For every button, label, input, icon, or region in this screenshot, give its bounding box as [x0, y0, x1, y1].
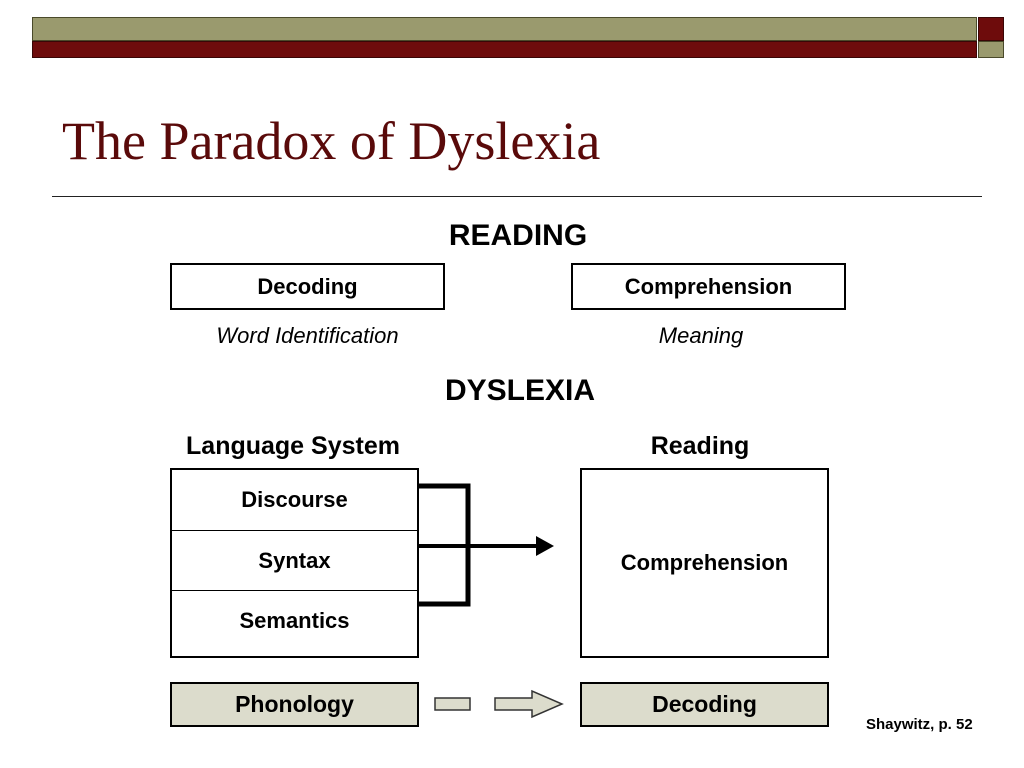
bracket-arrow — [418, 483, 554, 607]
slide-title: The Paradox of Dyslexia — [62, 111, 601, 171]
language-system-stack: Discourse Syntax Semantics — [170, 468, 419, 658]
comprehension-box-label: Comprehension — [624, 273, 793, 299]
header-bar-olive — [32, 17, 977, 41]
header-square-maroon — [978, 17, 1004, 41]
broken-arrow-head — [494, 689, 564, 719]
broken-arrow — [434, 689, 564, 719]
reading-comprehension-box: Comprehension — [580, 468, 829, 658]
reading-comprehension-label: Comprehension — [620, 550, 789, 575]
decoding-box-label: Decoding — [257, 273, 358, 299]
header-square-olive — [978, 41, 1004, 58]
phonology-box: Phonology — [170, 682, 419, 727]
dyslexia-heading: DYSLEXIA — [444, 374, 596, 407]
comprehension-caption: Meaning — [658, 323, 744, 348]
source-citation: Shaywitz, p. 52 — [866, 716, 973, 733]
layer-discourse: Discourse — [241, 487, 348, 512]
layer-semantics: Semantics — [172, 590, 417, 650]
phonology-label: Phonology — [235, 691, 354, 717]
layer-syntax: Syntax — [172, 530, 417, 590]
title-divider — [52, 196, 982, 197]
language-system-heading: Language System — [186, 432, 400, 460]
reading-heading: READING — [448, 219, 588, 252]
decoding-caption: Word Identification — [216, 323, 399, 348]
comprehension-box: Comprehension — [571, 263, 846, 310]
reading-column-heading: Reading — [650, 432, 750, 460]
decoding-box: Decoding — [170, 263, 445, 310]
arrow-head — [536, 536, 554, 556]
header-bar-maroon — [32, 41, 977, 58]
decoding-base-label: Decoding — [652, 691, 757, 717]
decoding-base-box: Decoding — [580, 682, 829, 727]
broken-arrow-segment — [434, 697, 471, 711]
